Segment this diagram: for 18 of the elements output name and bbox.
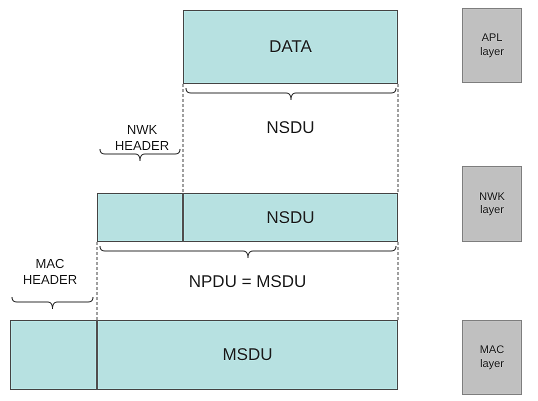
header-box bbox=[97, 193, 183, 242]
payload-box bbox=[97, 320, 398, 390]
header-box bbox=[10, 320, 97, 390]
payload-box bbox=[183, 10, 398, 84]
payload-box bbox=[183, 193, 398, 242]
payload-label: NSDU bbox=[266, 208, 315, 228]
brace-label: NSDU bbox=[265, 117, 316, 138]
layer-label: MAC layer bbox=[478, 344, 506, 371]
layer-label: APL layer bbox=[479, 32, 505, 59]
layer-box bbox=[462, 166, 522, 242]
payload-label: MSDU bbox=[222, 345, 273, 365]
header-label: NWK HEADER bbox=[114, 122, 170, 154]
payload-label: DATA bbox=[269, 37, 312, 57]
layer-box bbox=[462, 320, 522, 395]
header-label: MAC HEADER bbox=[22, 256, 78, 288]
layer-label: NWK layer bbox=[478, 190, 506, 218]
brace-label: NPDU = MSDU bbox=[188, 271, 308, 292]
layer-box bbox=[462, 8, 522, 83]
